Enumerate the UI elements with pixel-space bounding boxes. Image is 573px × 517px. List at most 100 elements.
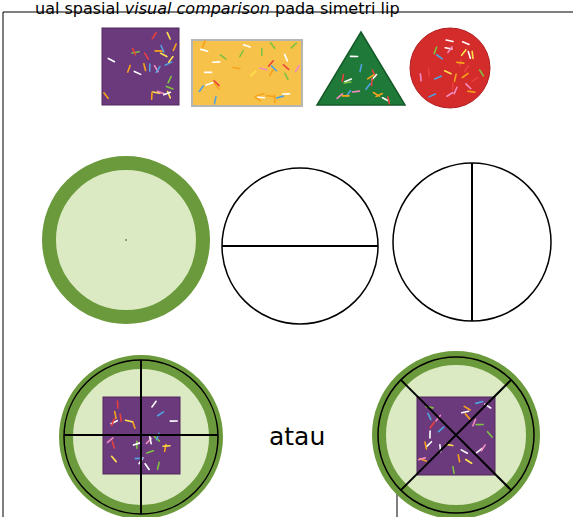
sprinkle — [464, 66, 468, 72]
sprinkle — [462, 50, 466, 56]
heading-fragment: ual spasial — [35, 0, 120, 18]
sprinkle — [419, 458, 426, 460]
sprinkle — [476, 424, 483, 426]
sprinkle — [463, 42, 469, 45]
sprinkle — [468, 90, 475, 93]
sprinkle — [445, 71, 451, 74]
circle-cake-body — [410, 28, 490, 108]
sprinkle — [213, 61, 220, 63]
sprinkle — [255, 97, 261, 101]
sprinkle — [270, 69, 274, 75]
sprinkle — [453, 466, 454, 473]
sprinkle — [167, 33, 170, 39]
connector-word: atau — [269, 423, 325, 451]
sprinkle — [145, 464, 149, 470]
sprinkle — [132, 52, 139, 53]
sprinkle — [134, 71, 140, 74]
sprinkle — [158, 412, 164, 416]
sprinkle — [269, 61, 274, 66]
fold-line — [222, 245, 378, 247]
sprinkle — [429, 94, 435, 97]
sprinkle — [428, 69, 430, 76]
sprinkle — [128, 65, 130, 72]
fold-circle — [64, 360, 218, 514]
sprinkle — [476, 401, 483, 403]
sprinkle — [435, 76, 441, 79]
sprinkle — [342, 95, 349, 97]
sprinkle — [371, 79, 373, 86]
sprinkle — [283, 93, 290, 95]
sprinkle — [125, 420, 132, 422]
sprinkle — [155, 50, 162, 52]
sprinkle — [285, 54, 288, 60]
sprinkle — [244, 45, 251, 47]
sprinkle — [360, 65, 361, 72]
sprinkle — [133, 443, 140, 445]
sprinkle — [272, 66, 277, 71]
fold-line — [401, 380, 511, 490]
sprinkle — [344, 81, 351, 84]
fold-line — [401, 380, 511, 490]
heading-fragment: pada simetri lip — [275, 0, 400, 18]
sprinkle — [161, 53, 167, 56]
sprinkle — [214, 81, 219, 86]
sprinkle — [206, 83, 213, 85]
fold-circle — [378, 357, 534, 513]
sprinkle — [151, 92, 153, 99]
sprinkle — [170, 420, 177, 422]
triangle-cake — [317, 32, 405, 105]
sprinkle — [428, 413, 431, 419]
sprinkle — [466, 460, 472, 464]
sprinkle — [240, 51, 243, 57]
sprinkle — [158, 462, 160, 469]
sprinkle — [296, 66, 300, 72]
sprinkle — [257, 96, 264, 98]
sprinkle — [277, 96, 284, 98]
sprinkle — [473, 419, 476, 425]
sprinkle — [271, 43, 275, 49]
plate — [49, 163, 203, 317]
sprinkle — [285, 73, 288, 79]
fold-circle — [222, 168, 378, 324]
center-dot — [125, 239, 127, 241]
sprinkle — [158, 91, 165, 93]
sprinkle — [108, 58, 114, 61]
sprinkle — [466, 84, 471, 89]
sprinkle — [149, 64, 151, 71]
sprinkle — [152, 401, 156, 407]
sprinkle — [429, 431, 431, 438]
fold-line — [471, 163, 473, 321]
sprinkle — [251, 71, 256, 76]
sprinkle — [465, 414, 470, 419]
sprinkle — [166, 86, 172, 89]
sprinkle — [468, 52, 470, 59]
sprinkle — [457, 62, 464, 64]
sprinkle — [104, 93, 108, 99]
sprinkle — [120, 414, 121, 421]
sprinkle — [437, 55, 443, 59]
fold-circle — [393, 163, 551, 321]
sprinkle — [461, 450, 467, 453]
rectangle-cake — [192, 40, 302, 106]
sprinkle — [233, 67, 240, 68]
sprinkle — [199, 86, 203, 92]
sprinkle — [156, 67, 160, 73]
sprinkle — [266, 95, 273, 97]
sprinkle — [455, 74, 457, 81]
sprinkle — [112, 441, 114, 448]
sprinkle — [133, 48, 136, 54]
sprinkle — [439, 427, 444, 432]
sprinkle — [214, 97, 215, 104]
square-cake — [102, 28, 179, 105]
sprinkle — [420, 74, 422, 81]
sprinkle — [291, 43, 296, 48]
circle-cake — [410, 28, 490, 108]
sprinkle — [388, 97, 389, 104]
sprinkle — [454, 87, 457, 93]
sprinkle — [464, 406, 470, 410]
sprinkle — [425, 442, 426, 449]
heading-fragment: visual comparison — [125, 0, 270, 18]
sprinkle — [257, 94, 264, 96]
sprinkle — [133, 422, 135, 429]
sprinkle — [150, 437, 151, 444]
